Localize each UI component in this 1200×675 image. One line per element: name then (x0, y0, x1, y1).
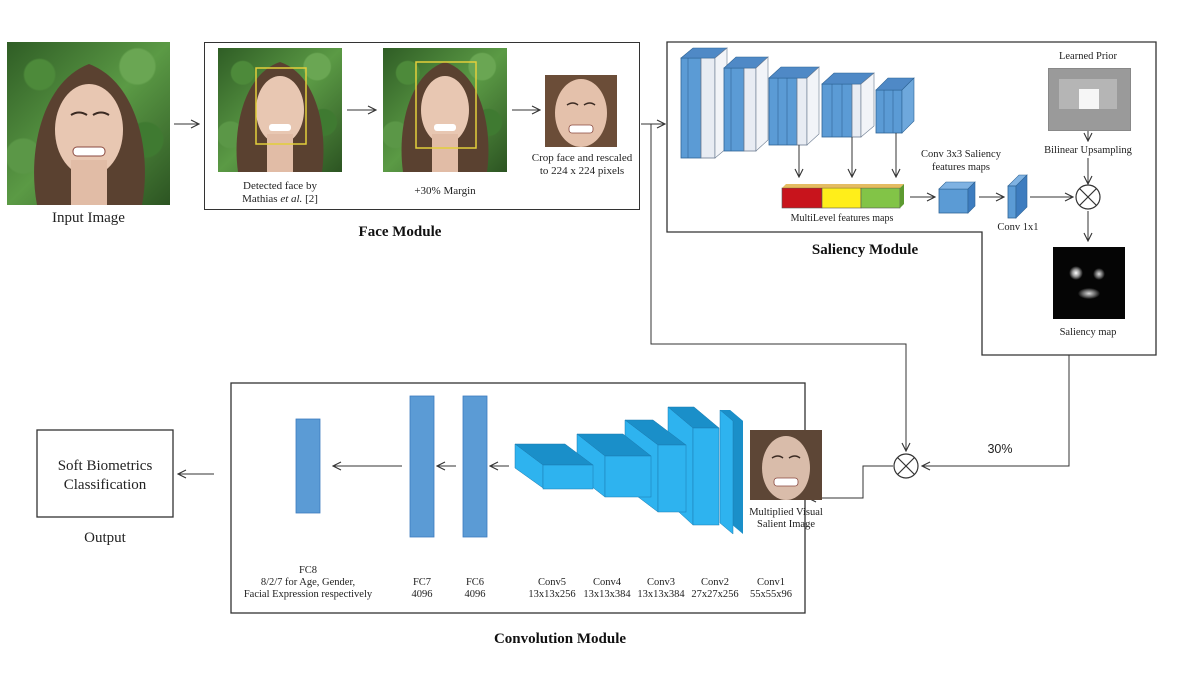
conv5-block (514, 443, 594, 490)
multilevel-segment-red (781, 187, 823, 209)
layer-desc: 8/2/7 for Age, Gender, (260, 577, 356, 588)
margin-bounding-box (415, 61, 477, 149)
fc7-label: FC7 4096 (402, 577, 442, 601)
multiplied-image-caption: Multiplied Visual Salient Image (740, 507, 832, 531)
arrow-face-to-multiply (650, 124, 906, 451)
conv2-label: Conv2 27x27x256 (686, 577, 744, 601)
layer-name: Conv2 (700, 577, 729, 588)
saliency-blob-left-eye (1069, 266, 1083, 280)
learned-prior-image (1048, 68, 1131, 131)
caption-line: Detected face by (243, 180, 317, 192)
saliency-blob-right-eye (1093, 268, 1105, 280)
multilevel-label: MultiLevel features maps (790, 213, 894, 224)
convolution-module-title: Convolution Module (493, 631, 627, 647)
conv1-block (719, 409, 743, 535)
multiplied-salient-image (750, 430, 822, 500)
layer-dims: 13x13x384 (637, 589, 685, 600)
caption-line: Salient Image (756, 519, 816, 530)
layer-desc: Facial Expression respectively (243, 589, 373, 600)
layer-dims: 13x13x256 (528, 589, 576, 600)
input-image-caption: Input Image (52, 210, 125, 226)
fc8-label: FC8 8/2/7 for Age, Gender, Facial Expres… (233, 565, 383, 601)
crop-caption: Crop face and rescaled to 224 x 224 pixe… (520, 152, 644, 178)
conv4-label: Conv4 13x13x384 (578, 577, 636, 601)
caption-line: Mathias et al. [2] (218, 193, 342, 206)
output-box-outline (36, 429, 174, 518)
layer-name: Conv3 (646, 577, 675, 588)
label-line: Soft Biometrics (57, 458, 153, 474)
input-image (7, 42, 170, 205)
conv1x1-slab (1007, 174, 1028, 219)
conv3-label: Conv3 13x13x384 (632, 577, 690, 601)
face-photo-icon (236, 62, 324, 172)
caption-line: Multiplied Visual (749, 507, 823, 518)
face-photo-icon (401, 61, 489, 172)
layer-dims: 55x55x96 (750, 589, 792, 600)
learned-prior-label: Learned Prior (1058, 51, 1118, 62)
backbone-block-4 (821, 72, 875, 138)
layer-name: FC6 (465, 577, 485, 588)
arrow-saliency-to-multiply (922, 355, 1070, 466)
detected-face-caption: Detected face by Mathias et al. [2] (218, 180, 342, 206)
face-module-title: Face Module (358, 224, 442, 240)
conv3x3-cube (938, 181, 976, 214)
saliency-module-outline (666, 41, 1157, 356)
caption-line: to 224 x 224 pixels (539, 165, 625, 177)
fc6-bar (462, 395, 488, 538)
output-caption: Output (84, 530, 126, 546)
fc8-bar (295, 418, 321, 514)
multilevel-segment-yellow (821, 187, 862, 209)
backbone-block-2 (723, 56, 769, 152)
conv1-label: Conv1 55x55x96 (743, 577, 799, 601)
layer-name: Conv5 (537, 577, 566, 588)
conv1x1-label: Conv 1x1 (997, 222, 1039, 233)
saliency-module-title: Saliency Module (811, 242, 919, 258)
backbone-block-1 (680, 47, 728, 159)
backbone-block-5 (875, 77, 915, 134)
fc6-label: FC6 4096 (455, 577, 495, 601)
conv5-label: Conv5 13x13x256 (523, 577, 581, 601)
saliency-blob-mouth (1078, 288, 1100, 299)
layer-dims: 13x13x384 (583, 589, 631, 600)
detected-face-image (218, 48, 342, 172)
fusion-weight-label: 30% (987, 442, 1013, 456)
layer-name: Conv4 (592, 577, 621, 588)
face-photo-icon (762, 436, 810, 500)
layer-size: 4096 (411, 589, 433, 600)
layer-name: FC8 (298, 565, 318, 576)
arrow-multiply-to-conv (808, 465, 893, 498)
multiply-operator-icon (893, 453, 919, 479)
caption-italic: et al. (280, 193, 303, 205)
caption-text: Mathias (242, 193, 281, 205)
face-photo-icon (555, 79, 607, 147)
saliency-map-image (1053, 247, 1125, 319)
upsampling-label: Bilinear Upsampling (1044, 145, 1132, 156)
saliency-multiply-operator-icon (1075, 184, 1101, 210)
face-bounding-box (255, 67, 307, 145)
label-line: Classification (63, 477, 147, 493)
face-photo-icon (34, 64, 145, 205)
backbone-block-3 (768, 66, 820, 146)
multilevel-feature-bar (781, 184, 904, 209)
output-box-label: Soft Biometrics Classification (37, 457, 173, 495)
multilevel-segment-green (860, 187, 901, 209)
saliency-map-label: Saliency map (1059, 327, 1117, 338)
margin-face-image (383, 48, 507, 172)
label-line: features maps (931, 162, 991, 173)
conv3x3-label: Conv 3x3 Saliency features maps (906, 148, 1016, 174)
label-line: Conv 3x3 Saliency (921, 149, 1001, 160)
layer-name: Conv1 (756, 577, 785, 588)
margin-caption: +30% Margin (414, 185, 476, 197)
caption-text: [2] (302, 193, 318, 205)
cropped-face-image (545, 75, 617, 147)
fc7-bar (409, 395, 435, 538)
caption-line: Crop face and rescaled (531, 152, 633, 164)
layer-name: FC7 (412, 577, 432, 588)
prior-peak-region (1079, 89, 1099, 109)
layer-size: 4096 (464, 589, 486, 600)
layer-dims: 27x27x256 (691, 589, 739, 600)
